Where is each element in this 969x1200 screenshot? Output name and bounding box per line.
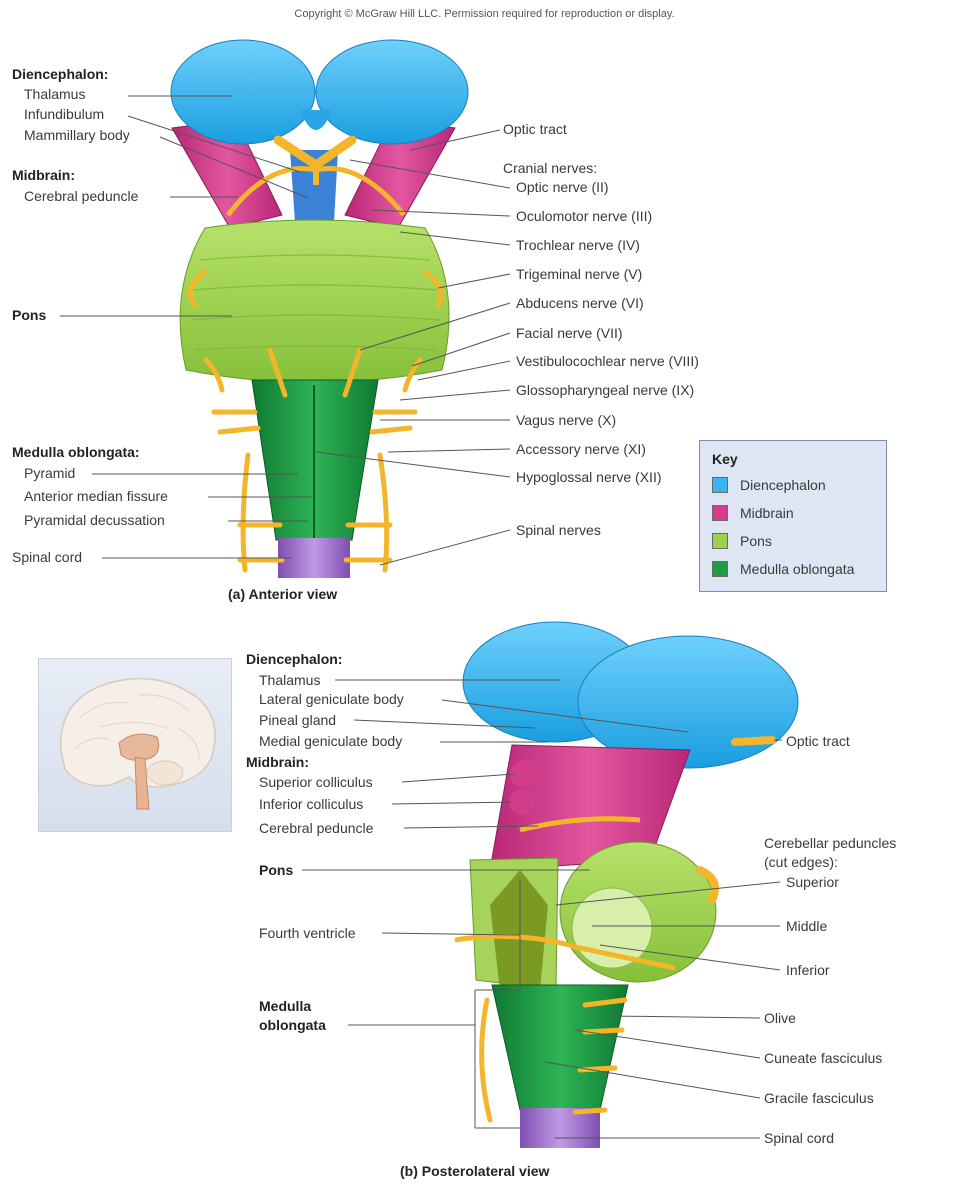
label-cerebellar-peduncles-line1: Cerebellar peduncles [764, 835, 897, 851]
label-middle-peduncle: Middle [786, 918, 828, 934]
label-mammillary-body: Mammillary body [24, 127, 130, 143]
key-label: Midbrain [740, 505, 794, 521]
label-optic-tract-posterior: Optic tract [786, 733, 850, 749]
swatch-diencephalon [712, 477, 728, 493]
label-vestibulocochlear-nerve: Vestibulocochlear nerve (VIII) [516, 353, 699, 369]
label-midbrain-heading-posterior: Midbrain: [246, 754, 309, 770]
label-cerebellar-peduncles-line2: (cut edges): [764, 854, 838, 870]
label-trigeminal-nerve: Trigeminal nerve (V) [516, 266, 643, 282]
key-item-pons: Pons [712, 531, 772, 551]
label-lateral-geniculate-body: Lateral geniculate body [259, 691, 404, 707]
label-pons-posterior: Pons [259, 862, 294, 878]
label-anterior-median-fissure: Anterior median fissure [24, 488, 168, 504]
label-medulla-line2: oblongata [259, 1017, 326, 1033]
leader-lines-posterior [302, 679, 782, 1139]
label-inferior-peduncle: Inferior [786, 962, 830, 978]
anterior-brainstem [170, 39, 469, 578]
key-label: Diencephalon [740, 477, 826, 493]
brain-location-inset [38, 658, 232, 832]
label-glossopharyngeal-nerve: Glossopharyngeal nerve (IX) [516, 382, 695, 398]
label-medulla-line1: Medulla [259, 998, 312, 1014]
label-pons: Pons [12, 307, 47, 323]
label-hypoglossal-nerve: Hypoglossal nerve (XII) [516, 469, 662, 485]
key-item-diencephalon: Diencephalon [712, 475, 826, 495]
key-item-midbrain: Midbrain [712, 503, 794, 523]
copyright-notice: Copyright © McGraw Hill LLC. Permission … [294, 8, 675, 20]
key-item-medulla: Medulla oblongata [712, 559, 854, 579]
label-medial-geniculate-body: Medial geniculate body [259, 733, 403, 749]
label-cerebral-peduncle: Cerebral peduncle [24, 188, 139, 204]
label-vagus-nerve: Vagus nerve (X) [516, 412, 617, 428]
posterior-brainstem [454, 621, 799, 1148]
label-pyramidal-decussation: Pyramidal decussation [24, 512, 165, 528]
color-key: Key Diencephalon Midbrain Pons Medulla o… [699, 440, 887, 592]
label-oculomotor-nerve: Oculomotor nerve (III) [516, 208, 653, 224]
label-trochlear-nerve: Trochlear nerve (IV) [516, 237, 640, 253]
label-spinal-nerves: Spinal nerves [516, 522, 601, 538]
label-fourth-ventricle: Fourth ventricle [259, 925, 356, 941]
key-title: Key [712, 451, 738, 467]
label-thalamus-posterior: Thalamus [259, 672, 321, 688]
label-spinal-cord-anterior: Spinal cord [12, 549, 83, 565]
caption-posterolateral-view: (b) Posterolateral view [400, 1163, 550, 1179]
label-accessory-nerve: Accessory nerve (XI) [516, 441, 646, 457]
label-inferior-colliculus: Inferior colliculus [259, 796, 364, 812]
label-facial-nerve: Facial nerve (VII) [516, 325, 623, 341]
label-thalamus: Thalamus [24, 86, 86, 102]
label-gracile-fasciculus: Gracile fasciculus [764, 1090, 874, 1106]
label-superior-colliculus: Superior colliculus [259, 774, 373, 790]
label-midbrain-heading: Midbrain: [12, 167, 75, 183]
swatch-pons [712, 533, 728, 549]
label-diencephalon-heading-posterior: Diencephalon: [246, 651, 343, 667]
label-cerebral-peduncle-posterior: Cerebral peduncle [259, 820, 374, 836]
label-cuneate-fasciculus: Cuneate fasciculus [764, 1050, 883, 1066]
swatch-medulla [712, 561, 728, 577]
label-optic-tract-anterior: Optic tract [503, 121, 567, 137]
label-optic-nerve: Optic nerve (II) [516, 179, 609, 195]
label-olive: Olive [764, 1010, 796, 1026]
swatch-midbrain [712, 505, 728, 521]
caption-anterior-view: (a) Anterior view [228, 586, 338, 602]
label-superior-peduncle: Superior [786, 874, 839, 890]
label-infundibulum: Infundibulum [24, 106, 105, 122]
key-label: Pons [740, 533, 772, 549]
label-diencephalon-heading: Diencephalon: [12, 66, 109, 82]
label-medulla-heading: Medulla oblongata: [12, 444, 140, 460]
label-cranial-nerves: Cranial nerves: [503, 160, 598, 176]
label-abducens-nerve: Abducens nerve (VI) [516, 295, 644, 311]
label-spinal-cord-posterior: Spinal cord [764, 1130, 835, 1146]
label-pineal-gland: Pineal gland [259, 712, 337, 728]
sagittal-brain-thumbnail [60, 677, 216, 810]
label-pyramid: Pyramid [24, 465, 76, 481]
leader-lines-anterior [60, 95, 511, 566]
key-label: Medulla oblongata [740, 561, 855, 577]
